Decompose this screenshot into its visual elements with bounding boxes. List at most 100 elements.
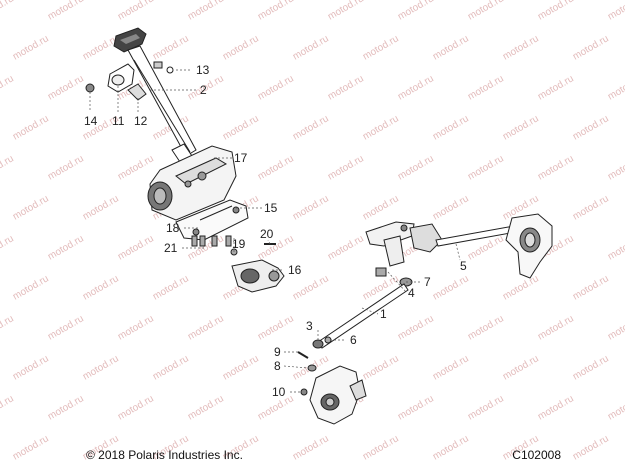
watermark-text: motod.ru [256, 0, 296, 23]
watermark-text: motod.ru [326, 233, 366, 262]
watermark-text: motod.ru [46, 313, 86, 342]
callout-11: 11 [112, 114, 125, 128]
watermark-text: motod.ru [431, 193, 471, 222]
callout-5: 5 [460, 259, 467, 273]
watermark-text: motod.ru [0, 393, 16, 422]
callout-16: 16 [288, 263, 302, 277]
watermark-text: motod.ru [221, 353, 261, 382]
watermark-text: motod.ru [431, 33, 471, 62]
watermark-text: motod.ru [396, 313, 436, 342]
callout-17: 17 [234, 151, 248, 165]
watermark-text: motod.ru [571, 273, 611, 302]
watermark-text: motod.ru [466, 73, 506, 102]
watermark-text: motod.ru [116, 153, 156, 182]
callout-8: 8 [274, 359, 281, 373]
callout-14: 14 [84, 114, 98, 128]
copyright-notice: © 2018 Polaris Industries Inc. [86, 448, 243, 462]
watermark-text: motod.ru [116, 393, 156, 422]
watermark-text: motod.ru [46, 233, 86, 262]
watermark-text: motod.ru [606, 153, 625, 182]
watermark-text: motod.ru [291, 193, 331, 222]
watermark-text: motod.ru [606, 233, 625, 262]
watermark-text: motod.ru [606, 0, 625, 23]
watermark-text: motod.ru [256, 313, 296, 342]
leader-lines [89, 69, 461, 393]
callout-1: 1 [380, 307, 387, 321]
watermark-text: motod.ru [501, 273, 541, 302]
watermark-text: motod.ru [571, 33, 611, 62]
watermark-text: motod.ru [501, 113, 541, 142]
watermark-text: motod.ru [536, 73, 576, 102]
watermark-text: motod.ru [291, 273, 331, 302]
callout-13: 13 [196, 63, 210, 77]
callout-15: 15 [264, 201, 278, 215]
watermark-text: motod.ru [11, 33, 51, 62]
watermark-text: motod.ru [46, 0, 86, 23]
watermark-text: motod.ru [11, 273, 51, 302]
watermark-text: motod.ru [396, 393, 436, 422]
watermark-text: motod.ru [46, 153, 86, 182]
watermark-text: motod.ru [81, 353, 121, 382]
watermark-text: motod.ru [361, 113, 401, 142]
watermark-text: motod.ru [361, 33, 401, 62]
watermark-text: motod.ru [536, 153, 576, 182]
watermark-text: motod.ru [0, 313, 16, 342]
watermark-text: motod.ru [431, 353, 471, 382]
callout-7: 7 [424, 275, 431, 289]
watermark-text: motod.ru [151, 273, 191, 302]
watermark-text: motod.ru [606, 73, 625, 102]
watermark-text: motod.ru [256, 153, 296, 182]
watermark-text: motod.ru [326, 153, 366, 182]
watermark-text: motod.ru [606, 393, 625, 422]
watermark-text: motod.ru [431, 433, 471, 462]
watermark-text: motod.ru [0, 73, 16, 102]
watermark-text: motod.ru [151, 353, 191, 382]
watermark-text: motod.ru [431, 273, 471, 302]
watermark-text: motod.ru [501, 353, 541, 382]
watermark-text: motod.ru [571, 433, 611, 462]
diagram-code: C102008 [512, 448, 561, 462]
watermark-text: motod.ru [571, 113, 611, 142]
watermark-text: motod.ru [606, 313, 625, 342]
watermark-text: motod.ru [0, 0, 16, 23]
watermark-text: motod.ru [571, 353, 611, 382]
watermark-text: motod.ru [81, 273, 121, 302]
watermark-text: motod.ru [396, 73, 436, 102]
watermark-text: motod.ru [571, 193, 611, 222]
watermark-text: motod.ru [536, 0, 576, 23]
watermark-text: motod.ru [11, 193, 51, 222]
watermark-text: motod.ru [221, 33, 261, 62]
steering-column-assembly [85, 27, 285, 293]
watermark-text: motod.ru [11, 433, 51, 462]
watermark-text: motod.ru [221, 113, 261, 142]
watermark-text: motod.ru [291, 433, 331, 462]
watermark-text: motod.ru [81, 33, 121, 62]
watermark-text: motod.ru [116, 313, 156, 342]
watermark-text: motod.ru [46, 73, 86, 102]
watermark-text: motod.ru [431, 113, 471, 142]
watermark-text: motod.ru [326, 0, 366, 23]
callout-3: 3 [306, 319, 313, 333]
watermark-text: motod.ru [291, 113, 331, 142]
callout-9: 9 [274, 345, 281, 359]
callout-6: 6 [350, 333, 357, 347]
watermark-text: motod.ru [466, 313, 506, 342]
watermark-text: motod.ru [116, 233, 156, 262]
watermark-text: motod.ru [0, 233, 16, 262]
callout-4: 4 [408, 286, 415, 300]
callout-19: 19 [232, 237, 246, 251]
callout-labels: 13 2 14 11 12 17 15 18 21 19 20 16 5 7 4… [84, 63, 467, 399]
watermark-text: motod.ru [186, 393, 226, 422]
watermark-text: motod.ru [0, 153, 16, 182]
watermark-text: motod.ru [536, 393, 576, 422]
watermark-text: motod.ru [396, 153, 436, 182]
watermark-text: motod.ru [291, 33, 331, 62]
watermark-text: motod.ru [536, 313, 576, 342]
watermark-text: motod.ru [466, 153, 506, 182]
watermark-text: motod.ru [396, 0, 436, 23]
watermark-text: motod.ru [11, 113, 51, 142]
watermark-text: motod.ru [466, 393, 506, 422]
watermark-text: motod.ru [326, 73, 366, 102]
watermark-text: motod.ru [466, 0, 506, 23]
